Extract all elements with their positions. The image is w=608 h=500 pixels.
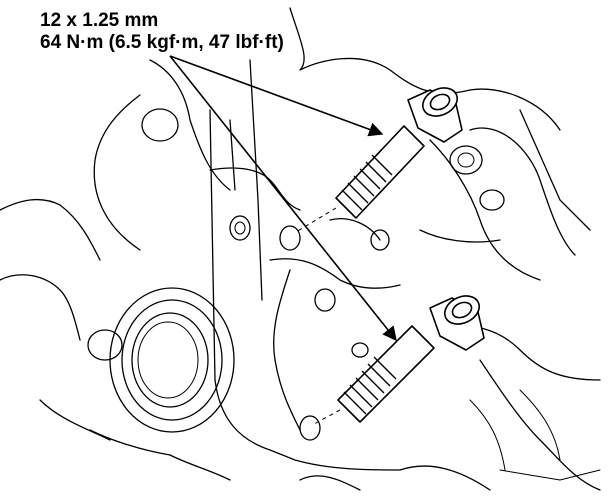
- upper-bolt: [335, 87, 463, 219]
- callout-leaders: [169, 55, 397, 342]
- bolt-centerlines: [295, 207, 341, 425]
- spec-size-label: 12 x 1.25 mm: [40, 10, 159, 31]
- crankshaft-seal: [109, 287, 235, 433]
- casting-bosses: [87, 108, 505, 361]
- lower-bolt: [337, 295, 485, 423]
- bolt-holes: [279, 225, 321, 441]
- engine-housing-outline: [0, 7, 601, 491]
- spec-torque-label: 64 N·m (6.5 kgf·m, 47 lbf·ft): [40, 32, 284, 53]
